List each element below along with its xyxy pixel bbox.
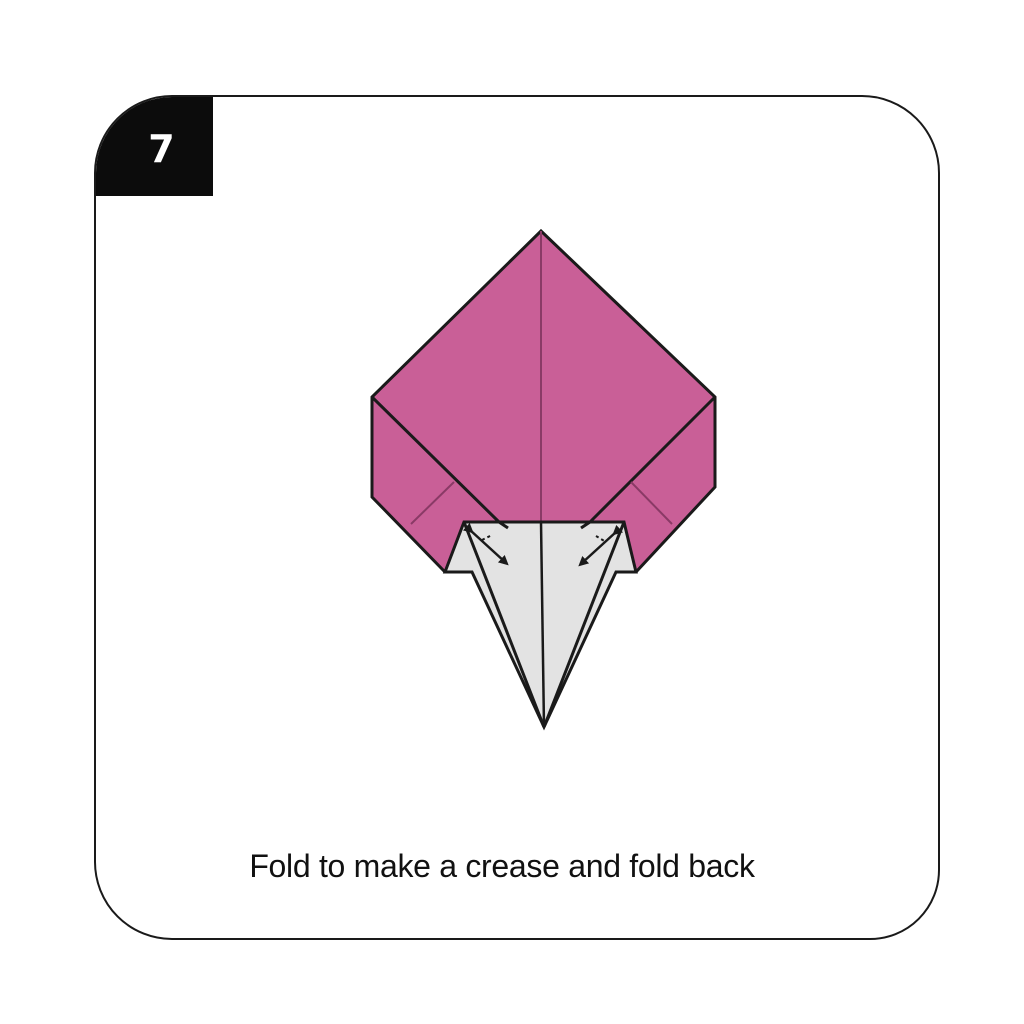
step-badge: 7 — [96, 97, 213, 196]
right-flap-crease — [630, 481, 673, 525]
step-instruction: Fold to make a crease and fold back — [249, 848, 755, 884]
crease-arrow-icon — [462, 522, 509, 566]
right-flap-fold — [588, 395, 717, 524]
beak-center-line — [539, 521, 546, 728]
left-flap-fold — [370, 395, 501, 524]
left-flap-crease — [410, 481, 455, 525]
crease-arrow-icon — [578, 524, 624, 567]
step-number: 7 — [148, 126, 175, 171]
